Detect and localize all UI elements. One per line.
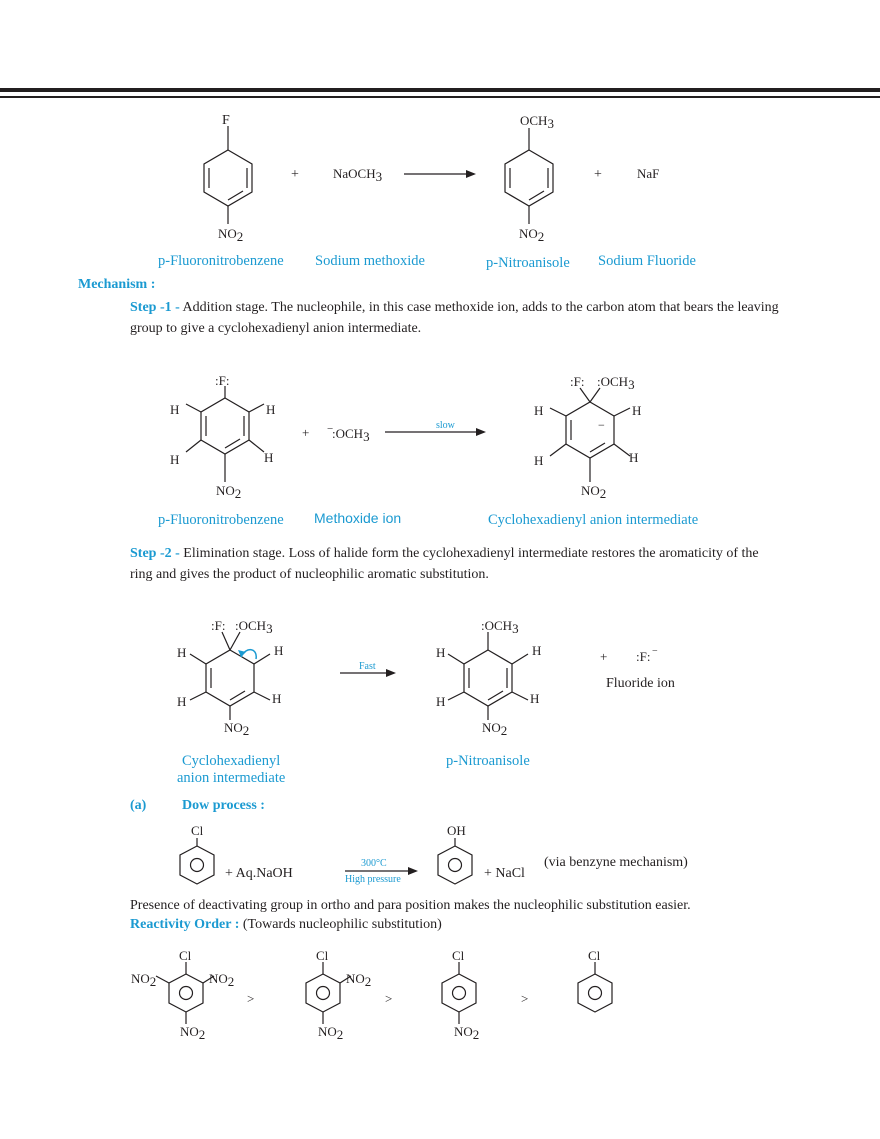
header-rule-thin xyxy=(0,96,880,98)
ro3-cl: Cl xyxy=(452,948,465,963)
mechanism-heading: Mechanism : xyxy=(78,277,156,292)
s1-name-nucleophile: Methoxide ion xyxy=(314,510,401,526)
s2-fluoride: :F: xyxy=(636,649,650,664)
s1-int-h3: H xyxy=(534,453,543,468)
r1-plus1: + xyxy=(291,167,299,182)
r1-reactant-f: F xyxy=(222,113,230,128)
dow-condition-bottom: High pressure xyxy=(345,874,401,885)
s2-arrow-label: Fast xyxy=(359,661,376,672)
s2-prod-no2: NO2 xyxy=(482,720,507,738)
step1-label: Step -1 - xyxy=(130,300,180,315)
r1-name-reagent: Sodium methoxide xyxy=(315,253,425,269)
s1-och3: :OCH3 xyxy=(332,426,370,444)
s1-charge: − xyxy=(327,423,333,435)
s2-name-reactant-line1: Cyclohexadienyl xyxy=(182,753,280,769)
header-rule-thick xyxy=(0,88,880,92)
s1-h3: H xyxy=(170,452,179,467)
reactivity-paragraph: Reactivity Order : (Towards nucleophilic… xyxy=(130,914,780,935)
step2-label: Step -2 - xyxy=(130,546,180,561)
ro-gt2: > xyxy=(385,991,392,1006)
s2-fluoride-charge: − xyxy=(652,646,658,657)
s1-arrow-label: slow xyxy=(436,420,456,431)
reactivity-label: Reactivity Order : xyxy=(130,917,240,932)
s1-int-charge: − xyxy=(598,418,605,432)
s1-f: :F: xyxy=(215,373,229,388)
s1-no2: NO2 xyxy=(216,483,241,501)
dow-note: (via benzyne mechanism) xyxy=(544,855,688,870)
step2-paragraph: Step -2 - Elimination stage. Loss of hal… xyxy=(130,543,780,585)
r1-name-reactant: p-Fluoronitrobenzene xyxy=(158,253,284,269)
s2-h1: H xyxy=(177,645,186,660)
s2-no2: NO2 xyxy=(224,720,249,738)
dow-nacl: + NaCl xyxy=(484,866,525,881)
r1-naf: NaF xyxy=(637,166,659,181)
s1-plus: + xyxy=(302,425,309,440)
dow-reagent: + Aq.NaOH xyxy=(225,866,293,881)
r1-reagent: NaOCH3 xyxy=(333,166,382,184)
s1-h2: H xyxy=(266,402,275,417)
r1-reactant-no2: NO2 xyxy=(218,226,243,244)
s1-h4: H xyxy=(264,450,273,465)
ro1-no2-left: NO2 xyxy=(131,971,156,989)
presence-text: Presence of deactivating group in ortho … xyxy=(130,898,691,913)
s2-fluoride-name: Fluoride ion xyxy=(606,676,675,691)
dow-cl: Cl xyxy=(191,823,204,838)
reactivity-note: (Towards nucleophilic substitution) xyxy=(239,917,442,932)
ro2-cl: Cl xyxy=(316,948,329,963)
s2-h4: H xyxy=(272,691,281,706)
r1-plus2: + xyxy=(594,167,602,182)
s1-name-reactant: p-Fluoronitrobenzene xyxy=(158,512,284,528)
s2-name-product: p-Nitroanisole xyxy=(446,753,530,769)
ro1-no2-right: NO2 xyxy=(209,971,234,989)
ro2-no2-bottom: NO2 xyxy=(318,1024,343,1042)
ro2-no2-right: NO2 xyxy=(346,971,371,989)
ro-gt1: > xyxy=(247,991,254,1006)
s2-prod-h2: H xyxy=(532,643,541,658)
s1-int-och3: :OCH3 xyxy=(597,374,635,392)
s2-h3: H xyxy=(177,694,186,709)
s1-int-h1: H xyxy=(534,403,543,418)
s2-name-reactant-line2: anion intermediate xyxy=(177,770,285,786)
s1-int-no2: NO2 xyxy=(581,483,606,501)
r1-product-no2: NO2 xyxy=(519,226,544,244)
s2-prod-h1: H xyxy=(436,645,445,660)
step1-text: Addition stage. The nucleophile, in this… xyxy=(130,300,779,336)
s2-plus: + xyxy=(600,649,607,664)
dow-oh: OH xyxy=(447,823,466,838)
dow-label: (a) xyxy=(130,798,147,813)
s1-name-product: Cyclohexadienyl anion intermediate xyxy=(488,512,698,528)
r1-product-och3: OCH3 xyxy=(520,113,554,131)
ro3-no2-bottom: NO2 xyxy=(454,1024,479,1042)
ro4-cl: Cl xyxy=(588,948,601,963)
ro-gt3: > xyxy=(521,991,528,1006)
s1-int-h4: H xyxy=(629,450,638,465)
s2-prod-och3: :OCH3 xyxy=(481,618,519,636)
ro1-no2-bottom: NO2 xyxy=(180,1024,205,1042)
s2-och3: :OCH3 xyxy=(235,618,273,636)
s2-h2: H xyxy=(274,643,283,658)
ro1-cl: Cl xyxy=(179,948,192,963)
r1-name-product: p-Nitroanisole xyxy=(486,255,570,271)
dow-condition-top: 300°C xyxy=(361,858,387,869)
s1-int-h2: H xyxy=(632,403,641,418)
step1-paragraph: Step -1 - Addition stage. The nucleophil… xyxy=(130,297,780,339)
step2-text: Elimination stage. Loss of halide form t… xyxy=(130,546,759,582)
dow-heading: Dow process : xyxy=(182,798,265,813)
s1-h1: H xyxy=(170,402,179,417)
s2-f: :F: xyxy=(211,618,225,633)
r1-name-naf: Sodium Fluoride xyxy=(598,253,696,269)
s2-prod-h3: H xyxy=(436,694,445,709)
s1-int-f: :F: xyxy=(570,374,584,389)
s2-prod-h4: H xyxy=(530,691,539,706)
